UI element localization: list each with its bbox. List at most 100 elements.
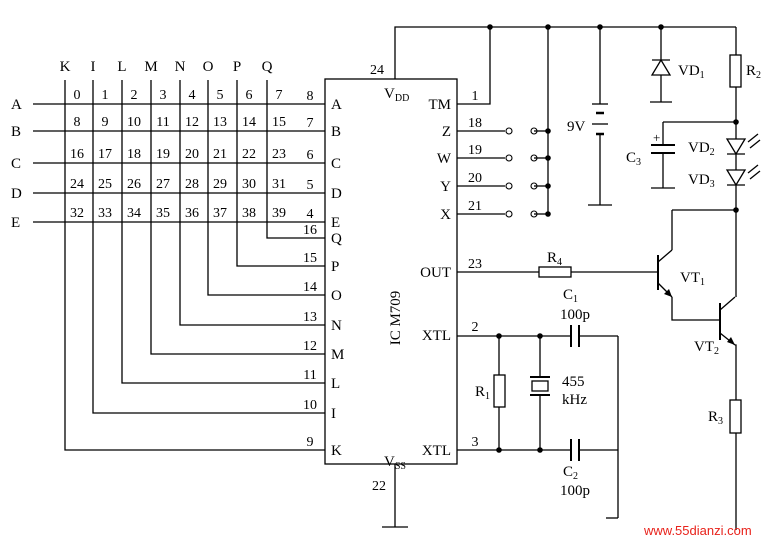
r1-label: R1: [475, 384, 490, 402]
c1-value: 100p: [560, 307, 590, 323]
pin-number: 16: [303, 223, 317, 238]
transistor-vt1: [657, 210, 673, 298]
key-number: 10: [127, 115, 141, 130]
pin-label-xtl: XTL: [422, 328, 451, 344]
pin-label-p: P: [331, 259, 339, 275]
pin-number: 10: [303, 398, 317, 413]
switch-contact: [505, 127, 513, 135]
key-number: 30: [242, 177, 256, 192]
row-letter: B: [11, 124, 21, 140]
pin-label-x: X: [440, 207, 451, 223]
crystal-unit: kHz: [562, 392, 587, 408]
vdd-rail: [394, 26, 736, 79]
key-number: 23: [272, 147, 286, 162]
key-number: 6: [246, 88, 253, 103]
vt1-label: VT1: [680, 270, 705, 288]
key-number: 20: [185, 147, 199, 162]
pin-label-a: A: [331, 97, 342, 113]
switch-contact: [505, 182, 513, 190]
key-number: 8: [74, 115, 81, 130]
switch-contact: [505, 210, 513, 218]
pin-number: 11: [303, 368, 316, 383]
key-number: 0: [74, 88, 81, 103]
matrix-column-line: [121, 80, 325, 384]
pin-number: 18: [468, 116, 482, 131]
pin-label-out: OUT: [420, 265, 451, 281]
pin-number: 9: [307, 435, 314, 450]
column-letter: M: [144, 59, 157, 75]
matrix-column-line: [150, 80, 325, 355]
key-number: 4: [189, 88, 196, 103]
capacitor-c1: [570, 325, 580, 347]
zener-vd1: [650, 27, 672, 103]
key-number: 17: [98, 147, 112, 162]
pin-number: 23: [468, 257, 482, 272]
pin-number: 2: [472, 320, 479, 335]
vdd-label: VDD: [384, 86, 409, 104]
key-number: 14: [242, 115, 256, 130]
key-number: 19: [156, 147, 170, 162]
key-number: 21: [213, 147, 227, 162]
key-number: 12: [185, 115, 199, 130]
battery-9v: [588, 27, 612, 206]
pin-label-y: Y: [440, 179, 451, 195]
pin-label-w: W: [437, 151, 452, 167]
key-number: 1: [102, 88, 109, 103]
pin-label-c: C: [331, 156, 341, 172]
key-number: 34: [127, 206, 141, 221]
r4-label: R4: [547, 250, 562, 268]
pin-label-l: L: [331, 376, 340, 392]
key-number: 2: [131, 88, 138, 103]
key-number: 38: [242, 206, 256, 221]
key-number: 11: [156, 115, 169, 130]
pin-number: 6: [307, 148, 314, 163]
column-letter: K: [60, 59, 71, 75]
ic-body: [324, 78, 458, 465]
pin-label-z: Z: [442, 124, 451, 140]
key-number: 33: [98, 206, 112, 221]
pin-label-m: M: [331, 347, 344, 363]
pin-number: 14: [303, 280, 317, 295]
resistor-r3: [729, 399, 742, 434]
pin-number: 13: [303, 310, 317, 325]
pin-number: 4: [307, 207, 314, 222]
row-letter: C: [11, 156, 21, 172]
matrix-column-line: [64, 80, 325, 451]
column-letter: L: [117, 59, 126, 75]
matrix-column-line: [179, 80, 325, 326]
key-number: 24: [70, 177, 84, 192]
matrix-column-line: [266, 80, 325, 239]
capacitor-c3: [651, 122, 675, 189]
pin-label-n: N: [331, 318, 342, 334]
crystal-455khz: [530, 336, 550, 450]
key-number: 25: [98, 177, 112, 192]
pin-number: 3: [472, 435, 479, 450]
watermark: www.55dianzi.com: [643, 523, 752, 538]
key-number: 29: [213, 177, 227, 192]
pin-number: 20: [468, 171, 482, 186]
pin-number: 1: [472, 89, 479, 104]
vt2-label: VT2: [694, 339, 719, 357]
key-number: 35: [156, 206, 170, 221]
key-number: 3: [160, 88, 167, 103]
led-vd3: [725, 164, 761, 187]
c1-label: C1: [563, 287, 578, 305]
matrix-column-line: [207, 80, 325, 296]
pin-number: 15: [303, 251, 317, 266]
key-number: 27: [156, 177, 170, 192]
key-number: 16: [70, 147, 84, 162]
c3-label: C3: [626, 150, 641, 168]
c2-value: 100p: [560, 483, 590, 499]
pin-label-k: K: [331, 443, 342, 459]
vd3-label: VD3: [688, 172, 715, 190]
column-letter: Q: [262, 59, 273, 75]
capacitor-c2: [570, 439, 580, 461]
key-number: 28: [185, 177, 199, 192]
pin-vdd-number: 24: [370, 63, 384, 78]
junction-dot: [733, 119, 739, 125]
vt1-emitter-wire: [671, 297, 720, 321]
pin-number: 12: [303, 339, 317, 354]
